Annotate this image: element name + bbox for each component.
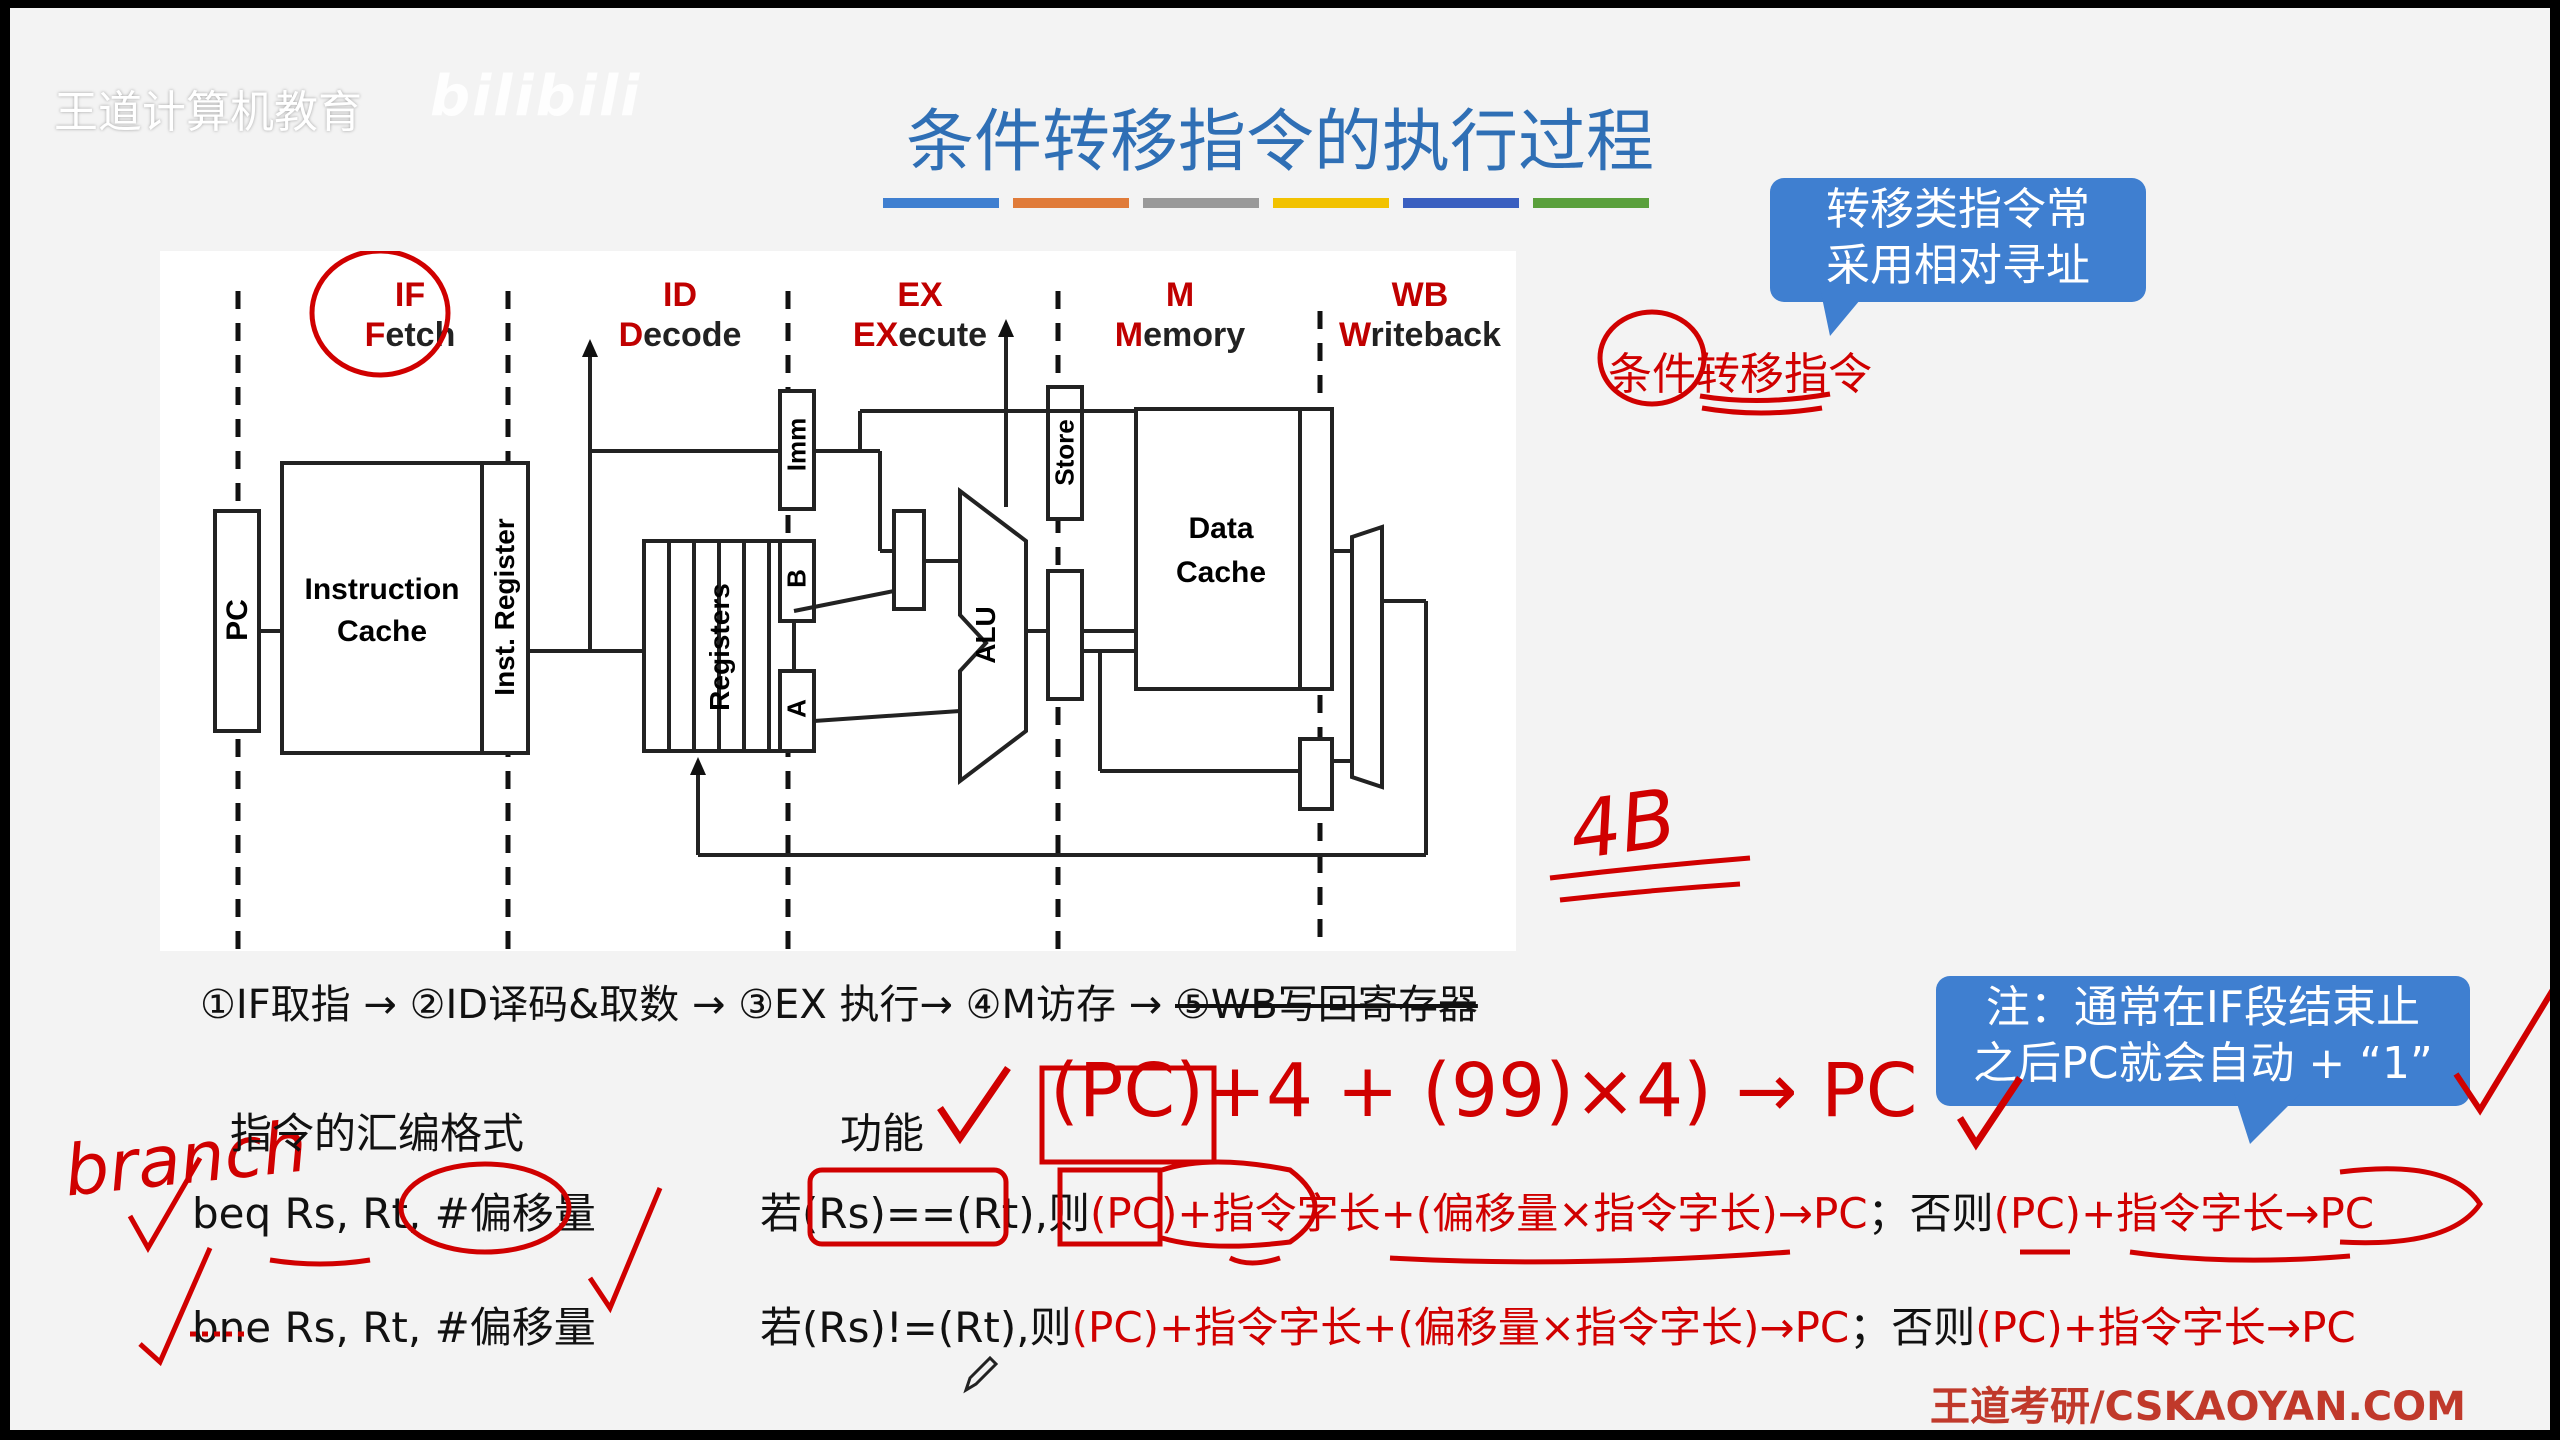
title-bar-segment bbox=[1403, 198, 1519, 208]
pipeline-datapath bbox=[213, 251, 1428, 951]
table-row-function: 若(Rs)==(Rt),则(PC)+指令字长+(偏移量×指令字长)→PC；否则(… bbox=[760, 1180, 2374, 1241]
handwritten-formula-marks bbox=[937, 1065, 2023, 1165]
imm-latch: Imm bbox=[781, 417, 812, 472]
row-1-condition: 若(Rs)==(Rt),则 bbox=[760, 1189, 1090, 1238]
title-bar-segment bbox=[1273, 198, 1389, 208]
row-2-format: bne Rs, Rt, #偏移量 bbox=[192, 1303, 596, 1352]
table-row: bne Rs, Rt, #偏移量 bbox=[192, 1294, 596, 1355]
pipeline-steps: ①IF取指 → ②ID译码&取数 → ③EX 执行→ ④M访存 → ⑤WB写回寄… bbox=[200, 972, 1478, 1030]
data-cache: Data Cache bbox=[1175, 512, 1267, 589]
table-row-function: 若(Rs)!=(Rt),则(PC)+指令字长+(偏移量×指令字长)→PC；否则(… bbox=[760, 1294, 2356, 1355]
row-1-format: beq Rs, Rt, #偏移量 bbox=[192, 1189, 596, 1238]
callout-relative-addressing: 转移类指令常 采用相对寻址 bbox=[1770, 178, 2146, 302]
handwritten-check-icon bbox=[2453, 988, 2550, 1116]
footer-website: 王道考研/CSKAOYAN.COM bbox=[1930, 1384, 2466, 1430]
pipeline-steps-text: ①IF取指 → ②ID译码&取数 → ③EX 执行→ ④M访存 → bbox=[200, 982, 1163, 1028]
callout-line-1: 转移类指令常 bbox=[1826, 184, 2090, 235]
handwritten-formula: (PC)+4 + (99)×4) → PC bbox=[1050, 1048, 1918, 1134]
pipeline-step-writeback: ⑤WB写回寄存器 bbox=[1175, 982, 1478, 1028]
pen-cursor-icon bbox=[963, 1355, 999, 1394]
note-pointer-icon bbox=[2234, 1094, 2300, 1144]
row-2-else: (PC)+指令字长→PC bbox=[1975, 1303, 2356, 1352]
pipeline-diagram: IF Fetch ID Decode EX EXecute M Memory W… bbox=[160, 251, 1516, 951]
stage-wb: WB Writeback bbox=[1339, 276, 1501, 354]
handwritten-underline-marks bbox=[1549, 855, 1751, 903]
callout-line-2: 采用相对寻址 bbox=[1826, 240, 2090, 291]
pc-register: PC bbox=[221, 599, 254, 641]
instruction-register: Inst. Register bbox=[489, 518, 520, 696]
handwritten-annotation-marks bbox=[1597, 309, 1831, 416]
note-line-2: 之后PC就会自动 + “1” bbox=[1973, 1038, 2433, 1089]
header-assembly-format: 指令的汇编格式 bbox=[230, 1109, 525, 1158]
title-bar-segment bbox=[1533, 198, 1649, 208]
note-line-1: 注：通常在IF段结束止 bbox=[1985, 982, 2421, 1033]
brand-logo-text: 王道计算机教育 bbox=[54, 87, 362, 138]
slide-title: 条件转移指令的执行过程 bbox=[905, 103, 1654, 182]
handwritten-conditional-branch-label: 条件转移指令 bbox=[1608, 349, 1872, 400]
row-2-separator: ；否则 bbox=[1849, 1303, 1976, 1352]
slide: 王道计算机教育 bilibili 条件转移指令的执行过程 转移类指令常 采用相对… bbox=[10, 8, 2550, 1430]
b-latch: B bbox=[781, 569, 812, 588]
bilibili-watermark: bilibili bbox=[430, 64, 642, 129]
row-2-then: (PC)+指令字长+(偏移量×指令字长)→PC bbox=[1071, 1303, 1850, 1352]
stage-m: M Memory bbox=[1114, 276, 1246, 354]
stage-id: ID Decode bbox=[618, 276, 742, 354]
row-1-then: (PC)+指令字长+(偏移量×指令字长)→PC bbox=[1090, 1189, 1868, 1238]
table-row: beq Rs, Rt, #偏移量 bbox=[192, 1180, 596, 1241]
alu-unit: ALU bbox=[970, 606, 1001, 664]
row-annotation-marks bbox=[127, 1156, 2484, 1367]
a-latch: A bbox=[781, 699, 812, 718]
stage-if: IF Fetch bbox=[364, 276, 456, 354]
registers-block: Registers bbox=[704, 583, 735, 711]
store-latch: Store bbox=[1049, 419, 1080, 486]
row-2-condition: 若(Rs)!=(Rt),则 bbox=[760, 1303, 1072, 1352]
header-function: 功能 bbox=[840, 1109, 925, 1158]
title-bar-segment bbox=[1013, 198, 1129, 208]
row-1-separator: ；否则 bbox=[1867, 1189, 1994, 1238]
instruction-cache: Instruction Cache bbox=[304, 573, 460, 648]
title-bar-segment bbox=[883, 198, 999, 208]
title-bar-segment bbox=[1143, 198, 1259, 208]
stage-ex: EX EXecute bbox=[852, 276, 988, 354]
callout-pointer-icon bbox=[1820, 288, 1870, 336]
callout-pc-auto-increment: 注：通常在IF段结束止 之后PC就会自动 + “1” bbox=[1936, 976, 2470, 1106]
row-1-else: (PC)+指令字长→PC bbox=[1993, 1189, 2375, 1238]
